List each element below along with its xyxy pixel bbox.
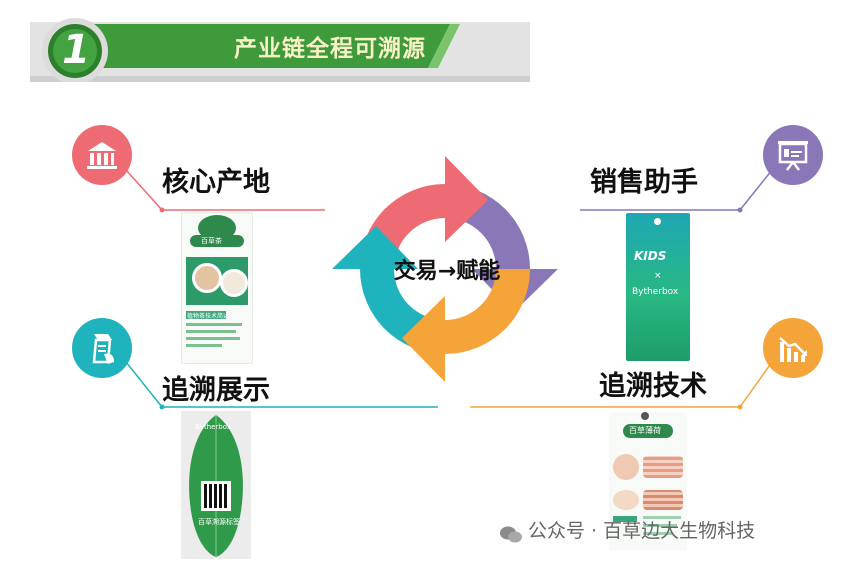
mint-tag-title: 百草薄荷 — [629, 426, 661, 435]
chart-decline-icon — [763, 318, 823, 378]
leaf-tag-caption: 百草溯源标签 — [198, 518, 240, 526]
label-trace-technology: 追溯技术 — [599, 371, 707, 402]
cycle-diagram — [332, 156, 558, 382]
presentation-board-icon — [763, 125, 823, 185]
label-trace-display: 追溯展示 — [162, 375, 270, 406]
tea-tag-image: 百草茶 植物茶技术简述 — [181, 212, 253, 364]
kids-times-sign: × — [654, 271, 662, 281]
label-sales-assistant: 销售助手 — [590, 167, 698, 198]
step-number: 1 — [62, 27, 90, 73]
connector-bottom-right — [470, 362, 773, 410]
cycle-arrow-coral — [360, 156, 488, 269]
tea-tag-title: 百草茶 — [201, 237, 222, 245]
cycle-arrow-orange — [402, 269, 530, 382]
watermark-text: 公众号 · 百草边大生物科技 — [528, 520, 756, 542]
mint-tag-image: 百草薄荷 — [609, 412, 687, 550]
leaf-tag-image: Bytherbox 百草溯源标签 — [181, 411, 251, 559]
document-hand-icon — [72, 318, 132, 378]
label-core-origin: 核心产地 — [162, 167, 270, 198]
connector-bottom-left — [125, 362, 438, 410]
connector-top-right — [580, 170, 773, 213]
tea-tag-subtitle: 植物茶技术简述 — [187, 313, 230, 320]
cycle-arrow-teal — [332, 226, 445, 354]
kids-partner-logo: Bytherbox — [632, 287, 679, 297]
leaf-tag-brand: Bytherbox — [195, 423, 231, 431]
bank-icon — [72, 125, 132, 185]
header-banner — [30, 18, 530, 82]
kids-logo-text: KIDS — [634, 249, 667, 263]
page-title: 产业链全程可溯源 — [234, 36, 426, 62]
watermark: 公众号 · 百草边大生物科技 — [500, 516, 840, 546]
connector-top-left — [125, 170, 325, 213]
wechat-icon — [500, 523, 522, 542]
cycle-center-label: 交易→赋能 — [393, 259, 501, 284]
kids-tag-image: KIDS × Bytherbox — [626, 213, 690, 361]
cycle-arrow-purple — [445, 184, 558, 312]
